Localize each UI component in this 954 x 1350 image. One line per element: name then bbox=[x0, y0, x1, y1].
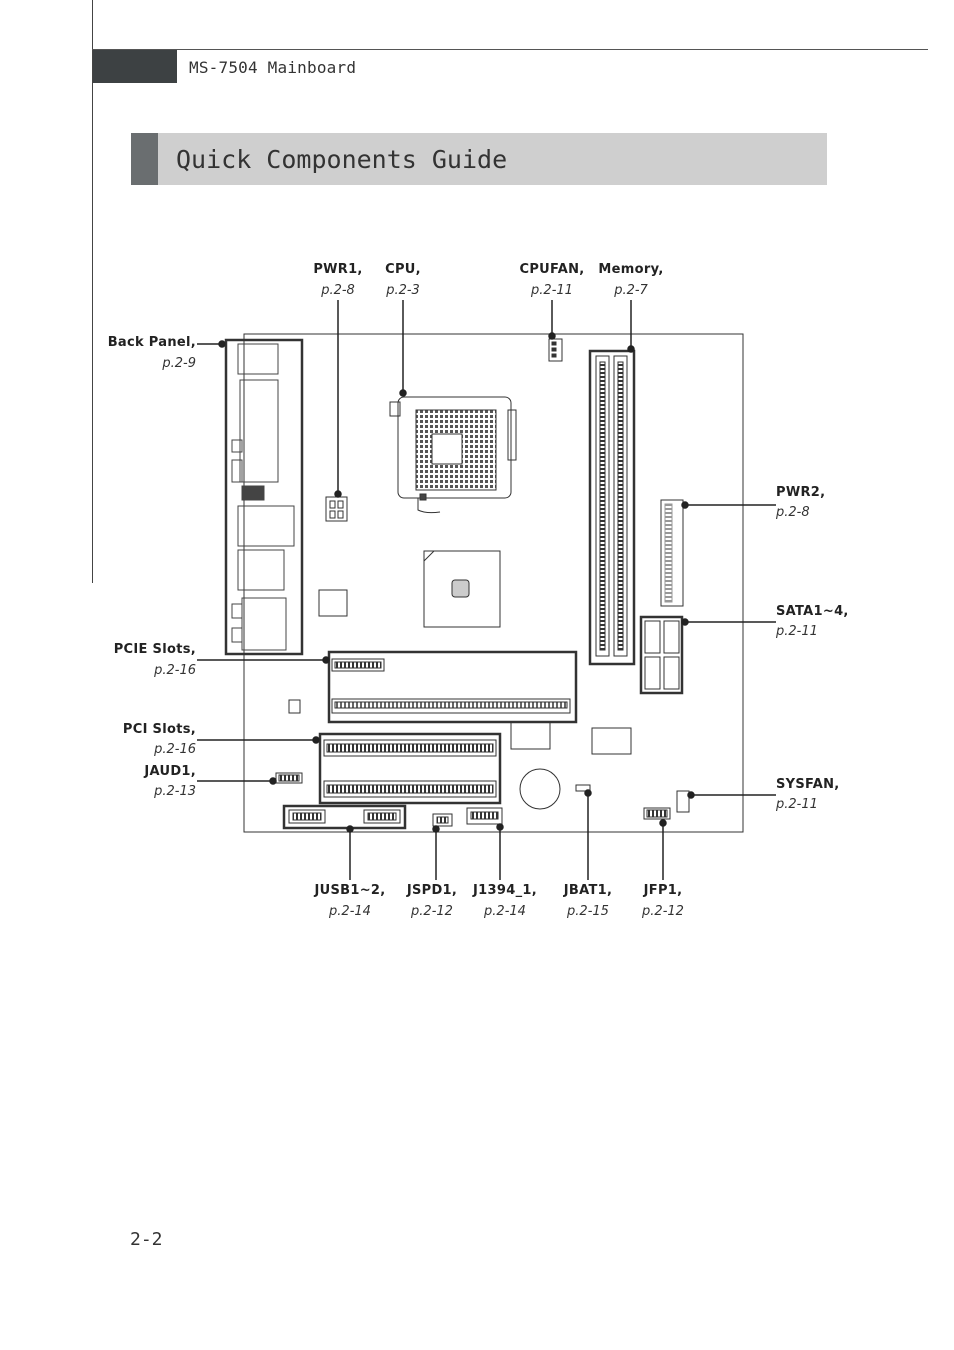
dimm-slot-1 bbox=[595, 355, 610, 657]
ref-jbat1: p.2-15 bbox=[566, 904, 609, 919]
label-cpu: CPU, bbox=[385, 262, 421, 277]
ref-pcie: p.2-16 bbox=[153, 663, 196, 678]
label-cpufan: CPUFAN, bbox=[520, 262, 585, 277]
ref-back-panel: p.2-9 bbox=[161, 356, 196, 371]
ref-pci: p.2-16 bbox=[153, 742, 196, 757]
label-pcie: PCIE Slots, bbox=[114, 642, 196, 657]
label-pwr1: PWR1, bbox=[313, 262, 362, 277]
jusb-headers-outline bbox=[282, 804, 407, 830]
label-jusb: JUSB1~2, bbox=[314, 883, 386, 898]
ref-jspd1: p.2-12 bbox=[410, 904, 453, 919]
dimm-slot-2 bbox=[613, 355, 628, 657]
left-margin-rule bbox=[92, 0, 93, 583]
ref-cpufan: p.2-11 bbox=[530, 283, 573, 298]
label-j1394: J1394_1, bbox=[472, 883, 537, 898]
back-panel-outline bbox=[224, 338, 304, 656]
northbridge-chip bbox=[423, 550, 501, 628]
pci-slots-outline bbox=[318, 732, 502, 805]
j1394-header bbox=[466, 807, 503, 825]
label-jbat1: JBAT1, bbox=[563, 883, 612, 898]
ref-sysfan: p.2-11 bbox=[775, 797, 818, 812]
back-panel-ports bbox=[231, 343, 295, 651]
label-pwr2: PWR2, bbox=[776, 485, 825, 500]
leader-lines bbox=[197, 300, 776, 880]
cmos-battery bbox=[519, 768, 561, 810]
ref-memory: p.2-7 bbox=[613, 283, 648, 298]
header-block bbox=[93, 50, 177, 83]
header-rule bbox=[92, 49, 928, 50]
board-outline bbox=[243, 333, 744, 833]
cpu-socket bbox=[389, 396, 517, 514]
ref-jusb: p.2-14 bbox=[328, 904, 371, 919]
label-memory: Memory, bbox=[598, 262, 663, 277]
jfp1-header bbox=[643, 807, 671, 820]
memory-slots-outline bbox=[588, 349, 636, 666]
label-pci: PCI Slots, bbox=[123, 722, 196, 737]
label-sysfan: SYSFAN, bbox=[776, 777, 840, 792]
label-back-panel: Back Panel, bbox=[108, 335, 196, 350]
pcie-slots-outline bbox=[327, 650, 578, 724]
page-number: 2-2 bbox=[130, 1229, 163, 1250]
ref-jaud1: p.2-13 bbox=[153, 784, 196, 799]
jbat1-header bbox=[575, 784, 591, 792]
label-jspd1: JSPD1, bbox=[406, 883, 457, 898]
sata-connectors-outline bbox=[639, 615, 684, 695]
ref-pwr1: p.2-8 bbox=[320, 283, 355, 298]
label-jfp1: JFP1, bbox=[643, 883, 683, 898]
ref-sata: p.2-11 bbox=[775, 624, 818, 639]
label-jaud1: JAUD1, bbox=[143, 764, 196, 779]
label-sata: SATA1~4, bbox=[776, 604, 849, 619]
board-drawing bbox=[224, 333, 744, 833]
ref-jfp1: p.2-12 bbox=[641, 904, 684, 919]
sysfan-connector bbox=[676, 790, 690, 813]
title-accent bbox=[131, 133, 158, 185]
pwr1-connector bbox=[325, 496, 348, 522]
header-text: MS-7504 Mainboard bbox=[189, 58, 357, 77]
ref-j1394: p.2-14 bbox=[483, 904, 526, 919]
ref-pwr2: p.2-8 bbox=[775, 505, 810, 520]
cpufan-connector bbox=[548, 338, 563, 362]
pwr2-connector bbox=[660, 499, 684, 607]
jaud1-header bbox=[275, 772, 303, 784]
jspd1-header bbox=[432, 813, 453, 827]
callout-labels: PWR1, p.2-8 CPU, p.2-3 CPUFAN, p.2-11 Me… bbox=[108, 262, 849, 919]
ref-cpu: p.2-3 bbox=[385, 283, 420, 298]
title-bar bbox=[131, 133, 827, 185]
page-title: Quick Components Guide bbox=[176, 145, 508, 174]
